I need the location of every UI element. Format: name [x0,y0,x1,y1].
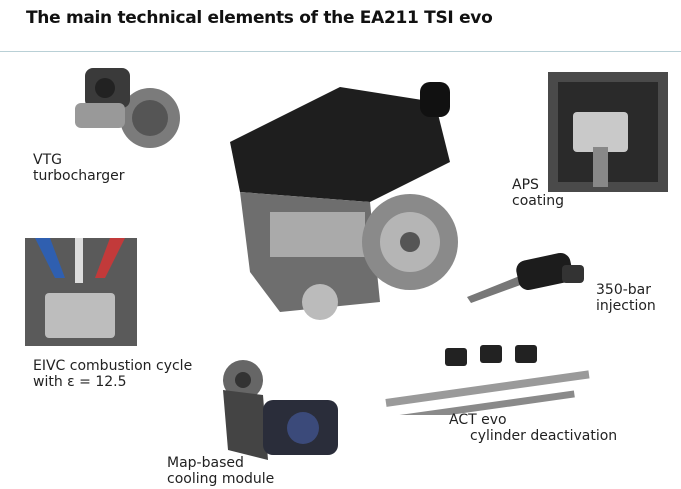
label-line: EIVC combustion cycle [33,358,193,374]
label-vtg-turbocharger: VTG turbocharger [33,152,125,184]
cooling-module-image [223,360,338,460]
label-eivc-combustion: EIVC combustion cycle with ε = 12.5 [33,358,192,390]
camshaft-image [385,345,590,415]
turbocharger-image [75,68,180,148]
label-aps-coating: APS coating [512,177,564,209]
label-line: APS [512,177,539,193]
label-line: Map-based [167,455,244,471]
label-line: cylinder deactivation [470,428,618,444]
label-line: turbocharger [33,168,125,184]
engine-image [230,82,458,320]
combustion-chamber-image [25,238,137,346]
label-line: 350-bar [596,282,651,298]
label-line: cooling module [167,471,275,487]
label-cooling-module: Map-based cooling module [167,455,274,487]
label-line: ACT evo [449,412,507,428]
label-350-bar-injection: 350-bar injection [596,282,656,314]
label-line: with ε = 12.5 [33,374,127,390]
injector-image [467,252,584,303]
page-title: The main technical elements of the EA211… [26,8,493,28]
label-line: VTG [33,152,62,168]
label-line: injection [596,298,656,314]
label-line: coating [512,193,564,209]
aps-piston-image [548,72,668,192]
title-divider [0,51,681,52]
label-act-evo: ACT evo cylinder deactivation [449,412,617,444]
